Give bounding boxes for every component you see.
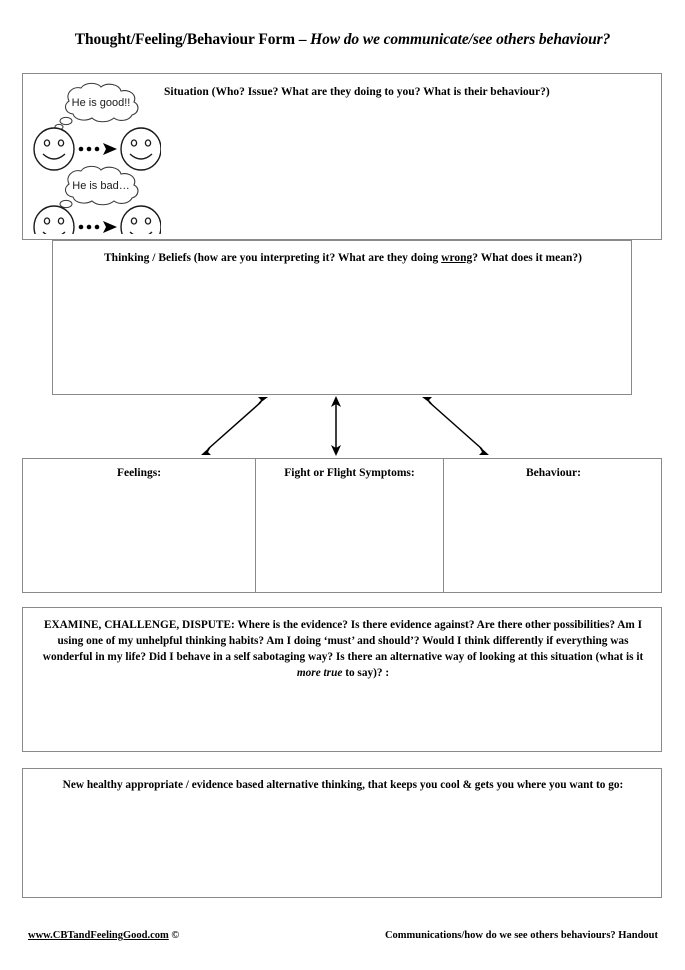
thinking-heading-underlined: wrong [441,252,473,264]
examine-challenge-dispute-text: EXAMINE, CHALLENGE, DISPUTE: Where is th… [33,617,653,681]
footer-copyright: © [168,930,180,941]
thinking-heading-part-2: ? What does it mean?) [472,252,582,264]
behaviour-heading: Behaviour: [526,467,581,479]
examine-text-italic: more true [296,667,343,680]
smiley-face-icon-1-left [33,127,75,171]
feelings-heading: Feelings: [116,467,162,479]
smiley-face-icon-2-left [33,205,75,249]
smiley-face-icon-1-right [120,127,162,171]
feelings-column[interactable]: Feelings: [23,459,256,592]
fight-or-flight-symptoms-heading: Fight or Flight Symptoms: [284,467,415,479]
situation-heading: Situation (Who? Issue? What are they doi… [164,86,550,98]
feelings-symptoms-behaviour-box: Feelings: Fight or Flight Symptoms: Beha… [22,458,662,593]
page-title: Thought/Feeling/Behaviour Form – How do … [0,31,685,49]
thinking-beliefs-box[interactable]: Thinking / Beliefs (how are you interpre… [52,240,632,395]
behaviour-column[interactable]: Behaviour: [444,459,663,592]
page-title-subtitle: How do we communicate/see others behavio… [310,31,611,48]
new-alternative-thinking-box[interactable]: New healthy appropriate / evidence based… [22,768,662,898]
examine-text-part-2: to say)? : [342,667,390,680]
double-headed-diagonal-arrow-icon-right [422,397,489,455]
thought-bubble-icon-1: He is good!! [54,82,139,131]
dotted-arrow-icon-2 [78,221,117,233]
fight-or-flight-symptoms-column[interactable]: Fight or Flight Symptoms: [256,459,444,592]
bubble-2-text: He is bad… [72,180,129,192]
bubble-1-text: He is good!! [72,97,131,109]
footer-left: www.CBTandFeelingGood.com © [28,930,179,941]
communication-illustration: He is good!! [31,79,162,249]
footer-website-link[interactable]: www.CBTandFeelingGood.com [28,930,169,941]
smiley-face-icon-2-right [120,205,162,249]
footer: www.CBTandFeelingGood.com © Communicatio… [22,930,662,948]
double-headed-vertical-arrow-icon-center [331,396,341,456]
footer-handout-label: Communications/how do we see others beha… [384,930,658,941]
new-alternative-thinking-heading: New healthy appropriate / evidence based… [62,779,624,791]
examine-text-part-1: EXAMINE, CHALLENGE, DISPUTE: Where is th… [42,619,644,664]
examine-challenge-dispute-box[interactable]: EXAMINE, CHALLENGE, DISPUTE: Where is th… [22,607,662,752]
double-headed-diagonal-arrow-icon-left [201,397,268,455]
connector-arrows [0,393,685,458]
dotted-arrow-icon-1 [78,143,117,155]
page-title-main: Thought/Feeling/Behaviour Form – [74,31,311,48]
situation-box[interactable]: Situation (Who? Issue? What are they doi… [22,73,662,249]
thinking-heading-part-1: Thinking / Beliefs (how are you interpre… [104,252,442,264]
thought-bubble-icon-2: He is bad… [54,165,139,214]
thinking-beliefs-heading: Thinking / Beliefs (how are you interpre… [53,252,633,264]
